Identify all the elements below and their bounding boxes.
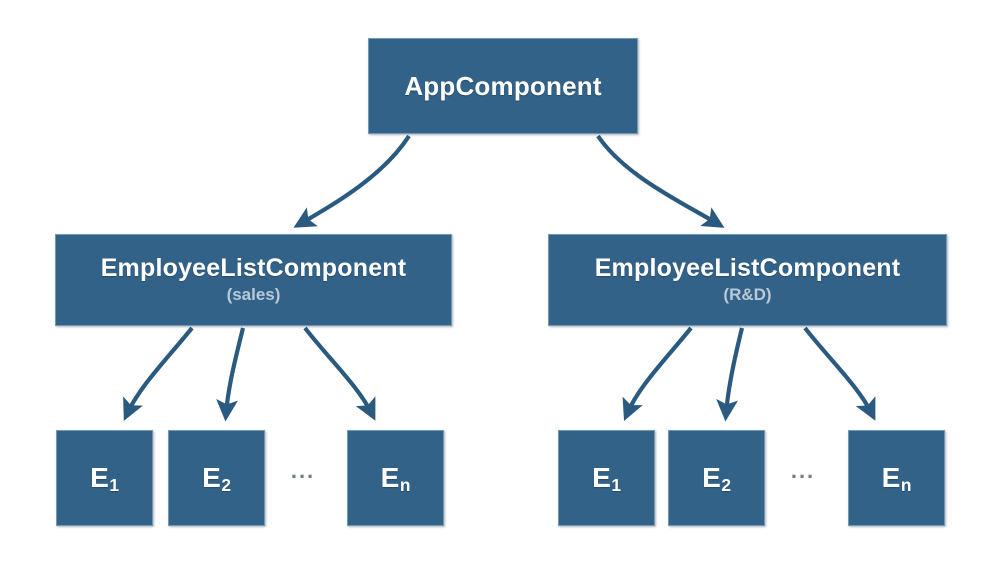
employee-index: 2 bbox=[721, 475, 732, 496]
employee-index: 1 bbox=[611, 475, 622, 496]
node-app-component-label: AppComponent bbox=[404, 70, 602, 101]
employee-base-letter: E bbox=[90, 461, 110, 493]
edge-app-to-sales bbox=[293, 134, 411, 228]
node-employee-list-component-sales-subtitle: (sales) bbox=[226, 285, 281, 305]
edge-sales-to-leaf-2 bbox=[216, 327, 246, 422]
edge-sales-to-leaf-n bbox=[303, 326, 376, 421]
edge-rnd-to-leaf-2 bbox=[716, 327, 745, 422]
ellipsis-rnd: ... bbox=[790, 458, 816, 483]
employee-index: n bbox=[900, 475, 912, 496]
edge-sales-to-leaf-1 bbox=[123, 326, 194, 421]
employee-base-letter: E bbox=[702, 461, 722, 493]
employee-base-letter: E bbox=[380, 461, 400, 493]
edge-rnd-to-leaf-n bbox=[803, 326, 876, 421]
employee-index: n bbox=[399, 475, 411, 496]
node-app-component[interactable]: AppComponent bbox=[368, 38, 638, 134]
node-employee-list-component-sales[interactable]: EmployeeListComponent (sales) bbox=[55, 234, 452, 326]
node-employee-list-component-rnd[interactable]: EmployeeListComponent (R&D) bbox=[548, 234, 947, 326]
employee-base-letter: E bbox=[592, 461, 612, 493]
node-employee-list-component-rnd-label: EmployeeListComponent bbox=[594, 253, 901, 282]
node-employee-list-component-rnd-subtitle: (R&D) bbox=[723, 285, 772, 305]
ellipsis-sales: ... bbox=[290, 458, 316, 483]
employee-index: 2 bbox=[221, 475, 232, 496]
edge-rnd-to-leaf-1 bbox=[622, 326, 693, 421]
employee-base-letter: E bbox=[881, 461, 901, 493]
edge-app-to-rnd bbox=[596, 134, 725, 228]
employee-index: 1 bbox=[109, 475, 120, 496]
employee-base-letter: E bbox=[202, 461, 222, 493]
node-employee-list-component-sales-label: EmployeeListComponent bbox=[100, 253, 407, 282]
